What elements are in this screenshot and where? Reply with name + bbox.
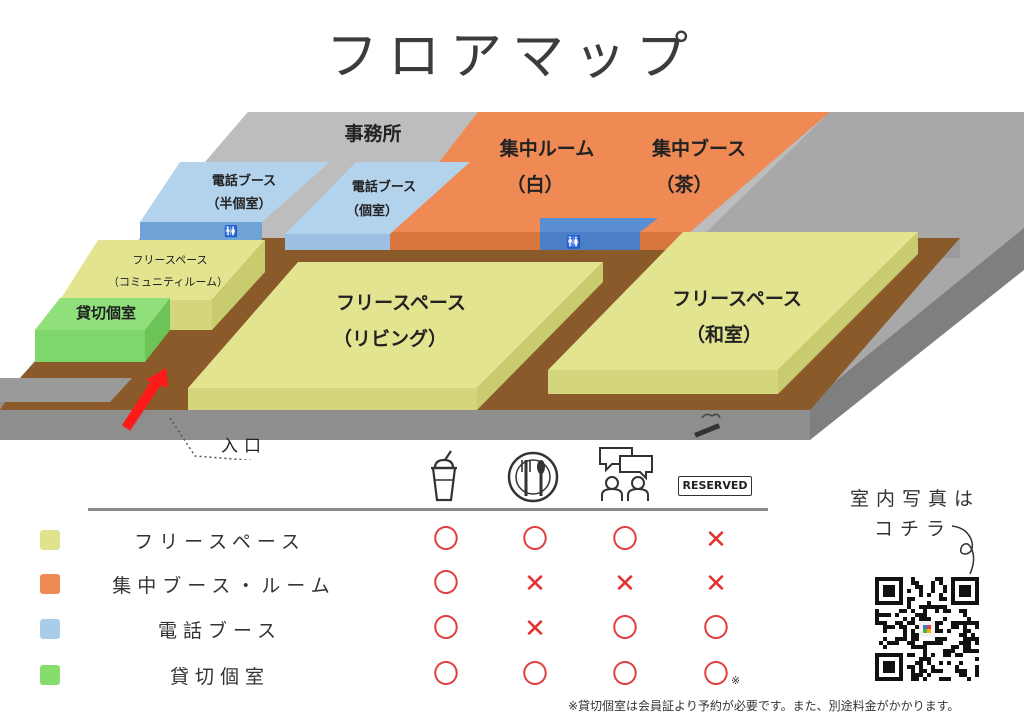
legend-label: フリースペース (134, 531, 306, 553)
phone-half-label-1: 電話ブース (211, 174, 277, 190)
phone-booth-private (285, 162, 470, 234)
entrance-arrow (121, 377, 163, 431)
phone-private-label-1: 電話ブース (351, 180, 417, 196)
available-mark: 〇 (521, 660, 548, 690)
unavailable-mark: ✕ (524, 569, 546, 599)
washitsu-space (548, 232, 918, 370)
living-label-2: （リビング） (332, 328, 448, 351)
rental-label: 貸切個室 (75, 303, 137, 322)
phone-booth-half (140, 162, 330, 222)
phone-half-label-2: （半個室） (206, 197, 272, 213)
entrance-label: 入口 (221, 436, 267, 457)
available-mark: 〇 (611, 660, 638, 690)
unavailable-mark: ✕ (705, 525, 727, 555)
focus-booth-label-1: 集中ブース (651, 138, 747, 161)
focus-room-area (385, 112, 830, 232)
available-mark: 〇 (521, 525, 548, 555)
focus-room-label-1: 集中ルーム (499, 138, 595, 161)
unavailable-mark: ✕ (524, 614, 546, 644)
phone-private-label-2: （個室） (345, 204, 399, 220)
available-mark: 〇 (702, 614, 729, 644)
washitsu-label-1: フリースペース (672, 288, 802, 311)
table-divider (88, 508, 768, 511)
reserved-sign-icon: RESERVED (678, 476, 752, 496)
building-front-edge (0, 402, 810, 440)
legend-label: 電話ブース (157, 620, 283, 642)
smoking-area-icon (694, 413, 721, 438)
legend-label: 集中ブース・ルーム (112, 575, 336, 597)
legend-swatch (40, 530, 60, 550)
curly-arrow-icon (951, 525, 975, 575)
community-label-1: フリースペース (132, 253, 208, 267)
building-side-edge (810, 228, 1024, 440)
phone-booth-private-front (285, 234, 390, 250)
focus-booth-label-2: （茶） (655, 174, 713, 197)
qr-caption-line1: 室内写真は (850, 488, 981, 510)
asterisk-note-mark: ※ (731, 674, 741, 687)
unavailable-mark: ✕ (614, 569, 636, 599)
meal-plate-icon (507, 451, 559, 503)
available-mark: 〇 (432, 660, 459, 690)
washitsu-label-2: （和室） (685, 324, 763, 347)
legend-swatch (40, 665, 60, 685)
living-space (188, 262, 603, 388)
unavailable-mark: ✕ (705, 569, 727, 599)
footnote: ※貸切個室は会員証より予約が必要です。また、別途料金がかかります。 (568, 699, 960, 713)
available-mark: 〇 (432, 569, 459, 599)
available-mark: 〇 (702, 660, 729, 690)
restroom-icon: 🚻 (566, 235, 581, 249)
focus-room-front (385, 232, 690, 250)
legend-swatch (40, 574, 60, 594)
living-label-1: フリースペース (336, 292, 466, 315)
available-mark: 〇 (611, 614, 638, 644)
floor-map: 🚻 🚻 (0, 112, 1024, 460)
restroom-icon-2: 🚻 (224, 225, 238, 238)
office-label: 事務所 (344, 123, 402, 146)
qr-code[interactable] (875, 577, 979, 681)
legend-label: 貸切個室 (169, 666, 270, 688)
community-room (60, 240, 265, 300)
focus-room-label-2: （白） (506, 174, 564, 197)
qr-caption-line2: コチラ (874, 518, 953, 540)
available-mark: 〇 (432, 525, 459, 555)
available-mark: 〇 (611, 525, 638, 555)
restroom-block (540, 232, 640, 250)
community-label-2: （コミュニティルーム） (107, 275, 229, 289)
phone-booth-half-front (140, 222, 262, 240)
available-mark: 〇 (432, 614, 459, 644)
conversation-icon (599, 447, 653, 501)
drink-cup-icon (431, 450, 457, 502)
page-title: フロアマップ (325, 27, 698, 87)
entrance-leader (169, 417, 256, 460)
legend-swatch (40, 619, 60, 639)
rental-room (35, 298, 170, 330)
